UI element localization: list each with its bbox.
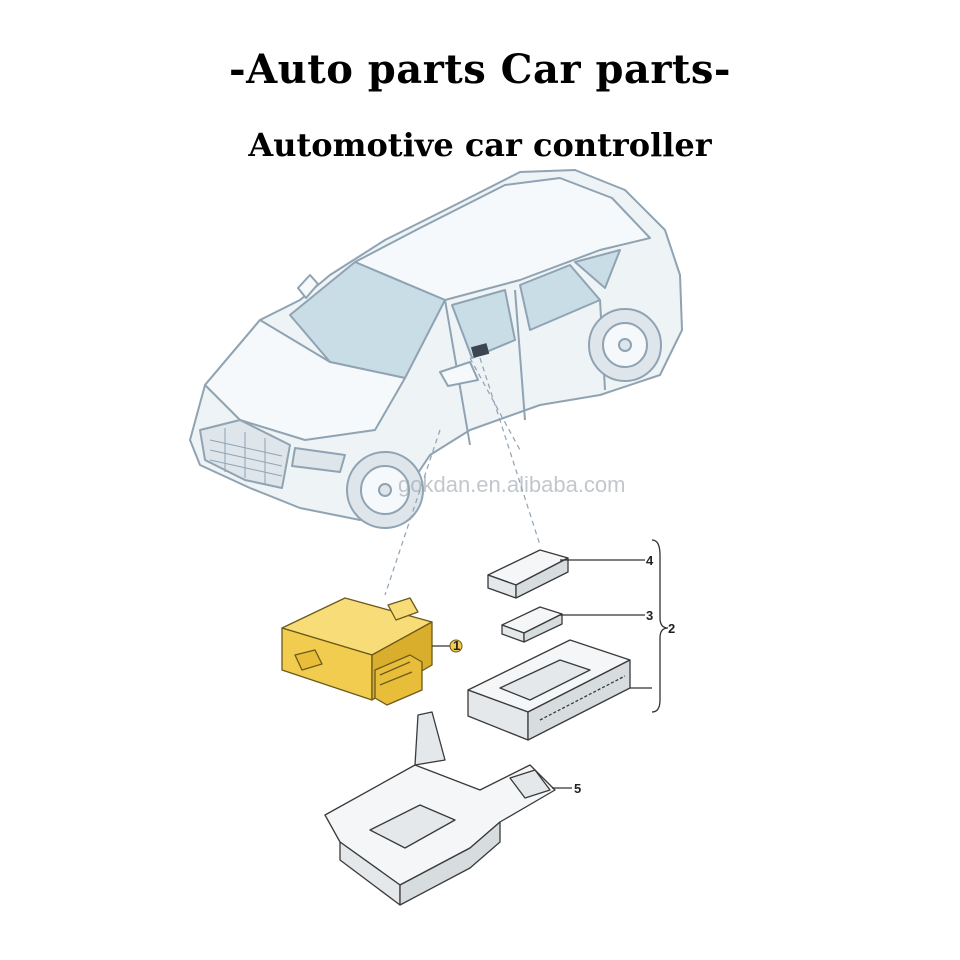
callout-leaders-right <box>560 539 669 713</box>
callout-4-label: 4 <box>646 553 654 568</box>
page-subtitle: Automotive car controller <box>248 126 712 164</box>
callout-5-label: 5 <box>574 781 581 796</box>
car-illustration <box>189 169 683 529</box>
car-antenna <box>297 274 319 299</box>
callout-3-label: 3 <box>646 608 653 623</box>
page-title: -Auto parts Car parts- <box>229 46 731 93</box>
part-5-mounting-bracket <box>324 711 556 906</box>
watermark-text: gokdan.en.alibaba.com <box>398 472 626 497</box>
car-hood <box>204 319 406 441</box>
car-side-mirror <box>439 361 479 387</box>
bracket-brace <box>651 539 669 713</box>
callout-2-label: 2 <box>668 621 675 636</box>
car-side-window-front <box>451 289 516 359</box>
car-front-wheel <box>346 451 424 529</box>
car-rear-quarter-window <box>574 249 621 289</box>
car-rear-wheel <box>588 308 662 382</box>
car-windshield <box>289 261 446 379</box>
callout-1-label: 1 <box>453 638 460 653</box>
part-4-cover <box>487 549 569 599</box>
part-2-base-unit <box>467 639 631 741</box>
car-roof <box>354 177 651 301</box>
part-1-controller-module <box>281 597 433 706</box>
car-module-location-marker <box>470 343 490 358</box>
part-3-small-module <box>501 606 563 643</box>
car-headlight <box>291 447 346 473</box>
leader-lines <box>384 357 541 596</box>
grille-slats <box>209 428 283 484</box>
callout-1: 1 <box>432 638 463 653</box>
